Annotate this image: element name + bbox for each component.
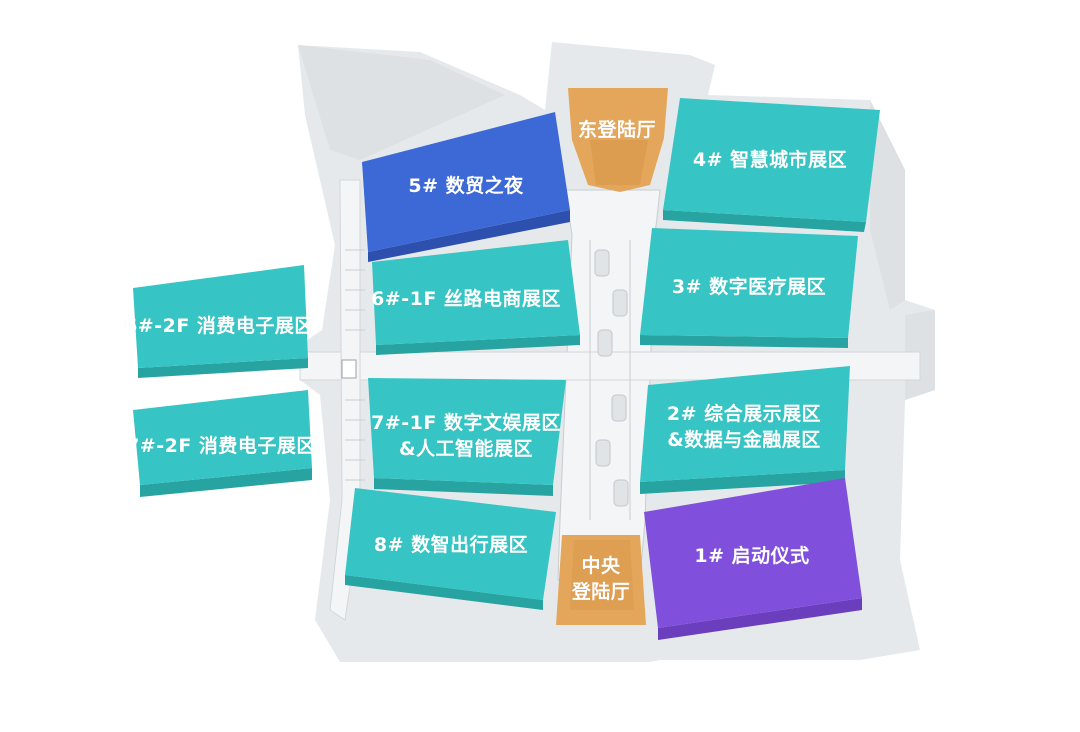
hall-6-2f-shape: [133, 265, 308, 378]
hall-7-2f-label[interactable]: 7#-2F 消费电子展区: [126, 435, 316, 457]
hall-4-label[interactable]: 4# 智慧城市展区: [692, 149, 848, 171]
hall-5-shape: [362, 112, 570, 262]
hall-7-1f-label[interactable]: 7#-1F 数字文娱展区 &人工智能展区: [371, 410, 561, 462]
hall-6-1f-label[interactable]: 6#-1F 丝路电商展区: [371, 288, 561, 310]
hall-7-2f-shape: [133, 390, 312, 497]
hall-5-label[interactable]: 5# 数贸之夜: [408, 175, 524, 197]
hall-2-label-line2: &数据与金融展区: [667, 429, 821, 451]
hall-7-1f-label-line2: &人工智能展区: [398, 438, 534, 460]
hall-8-shape: [345, 488, 556, 610]
hall-1-shape: [644, 478, 862, 640]
hall-2-shape: [640, 366, 850, 494]
lobby-central-label[interactable]: 中央 登陆厅: [572, 553, 631, 605]
hall-6-1f-shape: [372, 240, 580, 355]
hall-6-2f-label[interactable]: 6#-2F 消费电子展区: [124, 315, 314, 337]
hall-2-label-line1: 2# 综合展示展区: [666, 403, 822, 425]
central-concourse: [299, 179, 921, 621]
lobby-east-label[interactable]: 东登陆厅: [577, 119, 657, 141]
hall-2-label[interactable]: 2# 综合展示展区 &数据与金融展区: [667, 401, 821, 453]
lobby-central-label-line2: 登陆厅: [571, 581, 631, 603]
hall-4-shape: [663, 98, 880, 232]
hall-3-shape: [640, 228, 858, 348]
hall-8-label[interactable]: 8# 数智出行展区: [373, 534, 529, 556]
hall-3-label[interactable]: 3# 数字医疗展区: [671, 276, 827, 298]
hall-7-1f-label-line1: 7#-1F 数字文娱展区: [371, 412, 561, 434]
hall-7-1f-shape: [368, 378, 566, 496]
lobby-east: [568, 88, 668, 192]
lobby-central: [556, 535, 646, 625]
lobby-central-label-line1: 中央: [581, 555, 621, 577]
hall-1-label[interactable]: 1# 启动仪式: [694, 545, 810, 567]
